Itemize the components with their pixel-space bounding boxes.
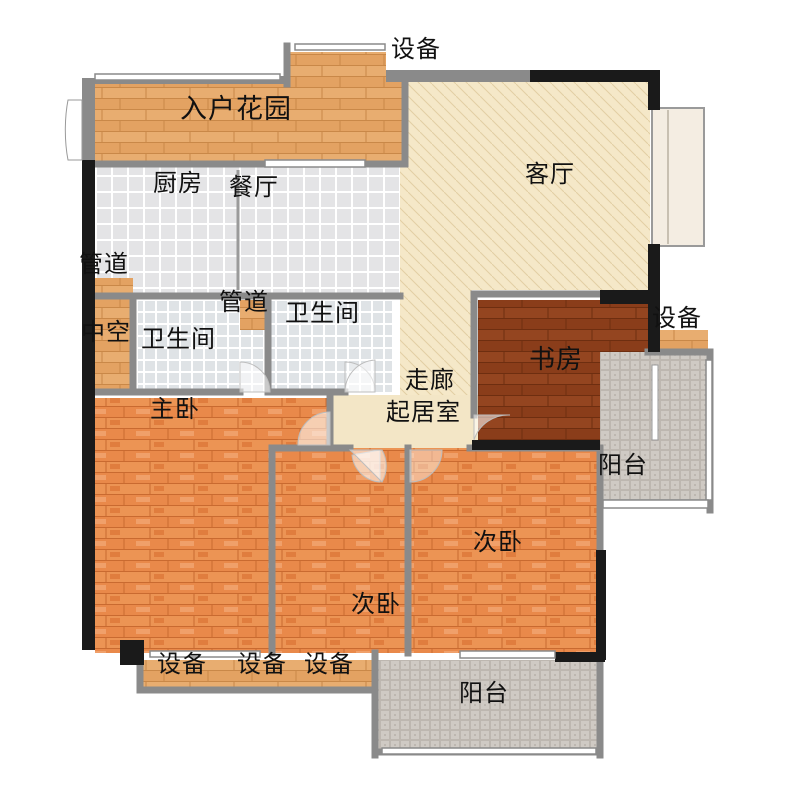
label-equipment-right: 设备 <box>652 304 702 332</box>
floor-living-room <box>400 72 650 440</box>
label-second-bedroom-center: 次卧 <box>351 590 401 618</box>
floor-second-bedroom-right <box>410 448 600 653</box>
label-corridor: 走廊 <box>405 366 455 394</box>
windows <box>94 43 713 755</box>
doors <box>64 99 511 483</box>
label-kitchen: 厨房 <box>153 169 203 197</box>
floor-kitchen-dining <box>95 164 400 296</box>
floor-second-bedroom-center <box>275 448 407 653</box>
floor-pipe-duct-center <box>240 300 268 330</box>
exterior-walls <box>82 70 660 665</box>
label-bathroom-center: 卫生间 <box>285 299 360 327</box>
label-study: 书房 <box>529 345 584 375</box>
label-pipe-duct-center: 管道 <box>219 288 269 316</box>
label-balcony-right: 阳台 <box>598 451 648 479</box>
label-void: 中空 <box>81 318 131 346</box>
floor-equipment-bottom <box>140 660 372 688</box>
bay-window <box>651 107 705 247</box>
label-second-bedroom-right: 次卧 <box>473 528 523 556</box>
label-equipment-top: 设备 <box>391 35 441 63</box>
floor-void <box>95 298 133 390</box>
study-window <box>651 364 659 441</box>
label-master-bedroom: 主卧 <box>150 395 200 423</box>
label-entry-garden: 入户花园 <box>180 94 292 125</box>
label-equipment-bottom-3: 设备 <box>304 650 354 678</box>
label-bathroom-left: 卫生间 <box>141 325 216 353</box>
label-dining-room: 餐厅 <box>229 173 279 201</box>
floor-corridor <box>330 395 480 450</box>
floor-balcony-bottom <box>378 660 600 752</box>
label-equipment-bottom-1: 设备 <box>157 650 207 678</box>
label-balcony-bottom: 阳台 <box>459 679 509 707</box>
label-sitting-room: 起居室 <box>386 398 461 426</box>
label-pipe-duct-left: 管道 <box>79 250 129 278</box>
floor-equipment-top <box>290 52 386 84</box>
label-living-room: 客厅 <box>525 160 575 188</box>
label-equipment-bottom-2: 设备 <box>237 650 287 678</box>
floor-equipment-right <box>650 330 708 352</box>
floor-entry-garden <box>95 82 405 164</box>
